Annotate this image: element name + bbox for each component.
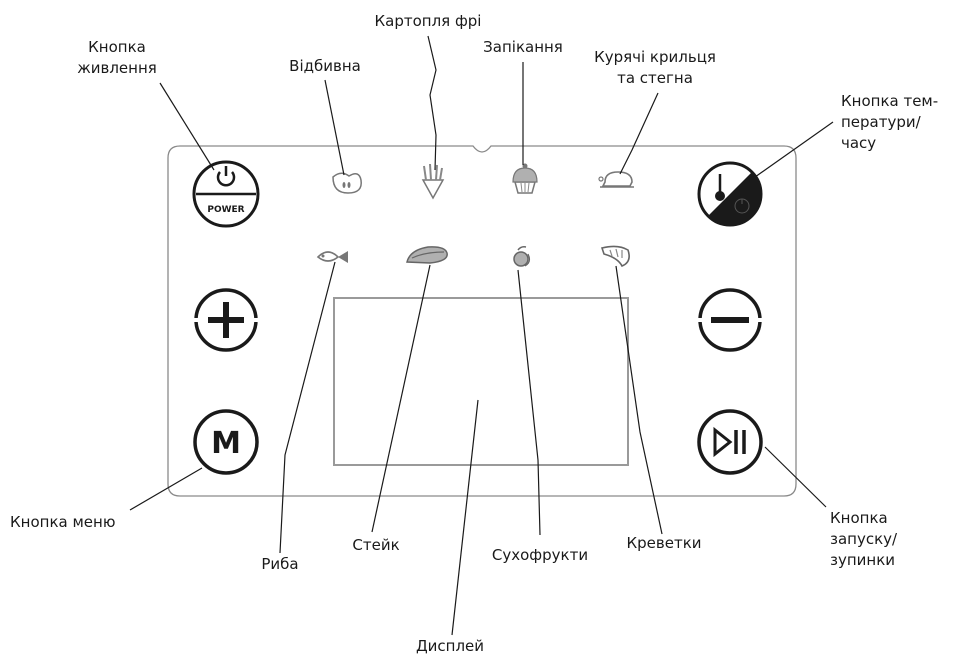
label-fries: Картопля фрі [374, 12, 482, 30]
leader-power [159, 82, 215, 171]
label-shrimp: Креветки [626, 534, 702, 552]
control-panel-outline [167, 145, 797, 497]
leader-fries [427, 35, 437, 171]
label-start-stop: Кнопка запуску/ зупинки [830, 508, 940, 571]
menu-button[interactable]: M [193, 409, 259, 475]
label-menu-button: Кнопка меню [10, 513, 116, 531]
label-chicken-line2: та стегна [617, 69, 693, 87]
fries-icon[interactable] [421, 163, 445, 200]
label-power-line1: Кнопка [88, 38, 146, 56]
play-pause-button[interactable] [697, 409, 763, 475]
label-chicken: Курячі крильця та стегна [580, 47, 730, 89]
chop-icon[interactable] [332, 172, 362, 194]
chicken-icon[interactable] [598, 171, 634, 188]
power-button[interactable]: POWER [192, 160, 260, 228]
dried-fruit-icon[interactable] [513, 246, 531, 267]
label-power-line2: живлення [77, 59, 157, 77]
steak-icon[interactable] [406, 246, 448, 264]
label-start-stop-line2: запуску/ [830, 530, 898, 548]
label-start-stop-line3: зупинки [830, 551, 896, 569]
label-temp-time: Кнопка тем- ператури/ часу [841, 91, 951, 154]
leader-menu [129, 467, 203, 511]
label-power-button: Кнопка живлення [52, 37, 182, 79]
display-screen [333, 297, 629, 466]
minus-button[interactable] [697, 288, 763, 352]
leader-chop [324, 79, 345, 176]
leader-steak [371, 264, 431, 533]
leader-temp-time [747, 121, 834, 183]
leader-dried-fruit [517, 269, 541, 536]
label-start-stop-line1: Кнопка [830, 509, 888, 527]
label-fish: Риба [261, 555, 299, 573]
leader-shrimp [615, 265, 663, 535]
leader-display [451, 399, 479, 636]
leader-fish [279, 261, 336, 554]
label-dried-fruit: Сухофрукти [491, 546, 589, 564]
shrimp-icon[interactable] [600, 245, 630, 268]
bake-icon[interactable] [512, 163, 538, 194]
leader-start-stop [764, 446, 827, 508]
temperature-time-button[interactable] [697, 161, 763, 227]
label-temp-time-line3: часу [841, 134, 877, 152]
label-display: Дисплей [415, 637, 485, 655]
label-steak: Стейк [352, 536, 400, 554]
label-chicken-line1: Курячі крильця [594, 48, 716, 66]
plus-button[interactable] [193, 288, 259, 352]
leader-chicken [619, 92, 659, 175]
menu-icon: M [211, 426, 241, 461]
leader-lines [129, 35, 834, 636]
temperature-time-icon [715, 174, 750, 214]
play-pause-icon [713, 426, 746, 458]
label-temp-time-line2: ператури/ [841, 113, 921, 131]
label-chop: Відбивна [289, 57, 361, 75]
label-temp-time-line1: Кнопка тем- [841, 92, 939, 110]
plus-icon [208, 302, 244, 338]
power-button-text: POWER [207, 205, 244, 215]
label-bake: Запікання [483, 38, 563, 56]
fish-icon[interactable] [316, 251, 348, 263]
power-icon [216, 166, 236, 187]
